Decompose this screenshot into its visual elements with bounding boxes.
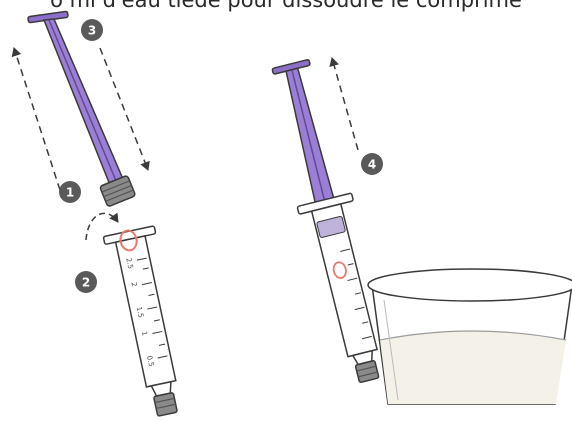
plunger-head-left bbox=[100, 175, 136, 207]
syringe-assembled bbox=[263, 57, 396, 387]
pull-arrow-left bbox=[14, 48, 60, 190]
syringe-barrel-left: 2.5 2 1.5 1 0.5 bbox=[103, 225, 193, 420]
step-number: 2 bbox=[82, 276, 90, 290]
plunger-left bbox=[28, 11, 136, 207]
step-badge-4: 4 bbox=[361, 153, 383, 175]
step-badge-1: 1 bbox=[59, 181, 81, 203]
step-number: 4 bbox=[368, 158, 376, 172]
step-badge-2: 2 bbox=[75, 271, 97, 293]
step-badge-3: 3 bbox=[81, 19, 103, 41]
pull-arrow-right bbox=[332, 58, 358, 150]
step-number: 3 bbox=[88, 24, 96, 38]
step-number: 1 bbox=[66, 186, 74, 200]
water-glass bbox=[368, 269, 572, 404]
